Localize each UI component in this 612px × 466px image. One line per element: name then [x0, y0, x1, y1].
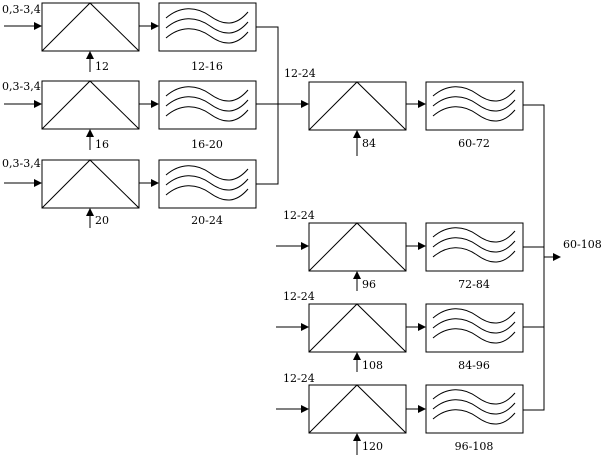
arrow-icon — [151, 179, 159, 187]
filter-6 — [425, 303, 524, 353]
output-combiner: 60-108 — [523, 104, 602, 411]
arrow-up-icon — [86, 129, 94, 137]
group-label-main: 12-24 — [284, 67, 316, 80]
filter-label-3: 20-24 — [191, 214, 223, 227]
arrow-icon — [301, 405, 309, 413]
carrier-label-4: 84 — [362, 137, 376, 150]
filter-label-5: 72-84 — [458, 278, 490, 291]
arrow-icon — [301, 242, 309, 250]
filter-4 — [425, 81, 524, 131]
arrow-up-icon — [353, 352, 361, 360]
modulator-triangle-icon — [308, 303, 407, 353]
mixer-3 — [41, 159, 140, 209]
carrier-label-5: 96 — [362, 278, 376, 291]
modulator-triangle-icon — [41, 80, 140, 130]
modulator-triangle-icon — [41, 159, 140, 209]
bandpass-filter-wave-icon — [432, 227, 516, 263]
arrow-icon — [34, 100, 42, 108]
output-label: 60-108 — [563, 238, 602, 251]
mixer-box — [308, 222, 407, 272]
arrow-icon — [34, 179, 42, 187]
filter-label-6: 84-96 — [458, 359, 490, 372]
arrow-icon — [418, 242, 426, 250]
arrow-icon — [301, 100, 309, 108]
input-label-3: 0,3-3,4 — [2, 157, 41, 170]
carrier-label-1: 12 — [95, 60, 109, 73]
arrow-up-icon — [353, 433, 361, 441]
stage2-row-4: 12-24 120 96-108 — [276, 372, 524, 455]
bandpass-filter-wave-icon — [432, 389, 516, 425]
arrow-icon — [34, 22, 42, 30]
stage1-row-1: 0,3-3,4 12 12-16 — [2, 2, 257, 73]
mixer-box — [308, 81, 407, 131]
filter-label-4: 60-72 — [458, 137, 490, 150]
stage2-row-1: 84 60-72 — [308, 81, 524, 156]
filter-2 — [158, 80, 257, 130]
arrow-icon — [151, 100, 159, 108]
input-label-1: 0,3-3,4 — [2, 3, 41, 16]
filter-box — [158, 80, 257, 130]
mixer-5 — [308, 222, 407, 272]
stage1-row-3: 0,3-3,4 20 20-24 — [2, 157, 257, 228]
filter-label-2: 16-20 — [191, 138, 223, 151]
stage2-row-2: 12-24 96 72-84 — [276, 209, 524, 291]
group-label-2: 12-24 — [283, 209, 315, 222]
input-label-2: 0,3-3,4 — [2, 80, 41, 93]
mixer-4 — [308, 81, 407, 131]
arrow-icon — [418, 323, 426, 331]
bandpass-filter-wave-icon — [432, 308, 516, 344]
carrier-label-3: 20 — [95, 214, 109, 227]
filter-7 — [425, 384, 524, 434]
bandpass-filter-wave-icon — [432, 86, 516, 122]
carrier-label-7: 120 — [362, 440, 383, 453]
carrier-label-6: 108 — [362, 359, 383, 372]
stage2-row-3: 12-24 108 84-96 — [276, 290, 524, 372]
filter-label-7: 96-108 — [455, 440, 494, 453]
filter-3 — [158, 159, 257, 209]
modulator-triangle-icon — [308, 222, 407, 272]
arrow-icon — [418, 405, 426, 413]
arrow-icon — [301, 323, 309, 331]
stage1-row-2: 0,3-3,4 16 16-20 — [2, 80, 257, 151]
mixer-box — [308, 384, 407, 434]
mixer-6 — [308, 303, 407, 353]
arrow-icon — [553, 253, 561, 261]
bandpass-filter-wave-icon — [165, 8, 249, 44]
stage1-combiner: 12-24 — [256, 26, 316, 185]
mixer-1 — [41, 2, 140, 52]
carrier-label-2: 16 — [95, 138, 109, 151]
filter-5 — [425, 222, 524, 272]
mixer-2 — [41, 80, 140, 130]
group-label-4: 12-24 — [283, 372, 315, 385]
arrow-up-icon — [86, 208, 94, 216]
filter-label-1: 12-16 — [191, 60, 223, 73]
filter-box — [158, 2, 257, 52]
filter-1 — [158, 2, 257, 52]
mixer-box — [41, 159, 140, 209]
modulator-triangle-icon — [308, 384, 407, 434]
bandpass-filter-wave-icon — [165, 165, 249, 201]
arrow-icon — [151, 22, 159, 30]
group-label-3: 12-24 — [283, 290, 315, 303]
mixer-7 — [308, 384, 407, 434]
mixer-box — [41, 80, 140, 130]
modulator-triangle-icon — [41, 2, 140, 52]
mixer-box — [41, 2, 140, 52]
arrow-up-icon — [353, 130, 361, 138]
filter-box — [158, 159, 257, 209]
arrow-up-icon — [86, 51, 94, 59]
arrow-up-icon — [353, 271, 361, 279]
bandpass-filter-wave-icon — [165, 86, 249, 122]
modulator-triangle-icon — [308, 81, 407, 131]
arrow-icon — [418, 100, 426, 108]
mixer-box — [308, 303, 407, 353]
